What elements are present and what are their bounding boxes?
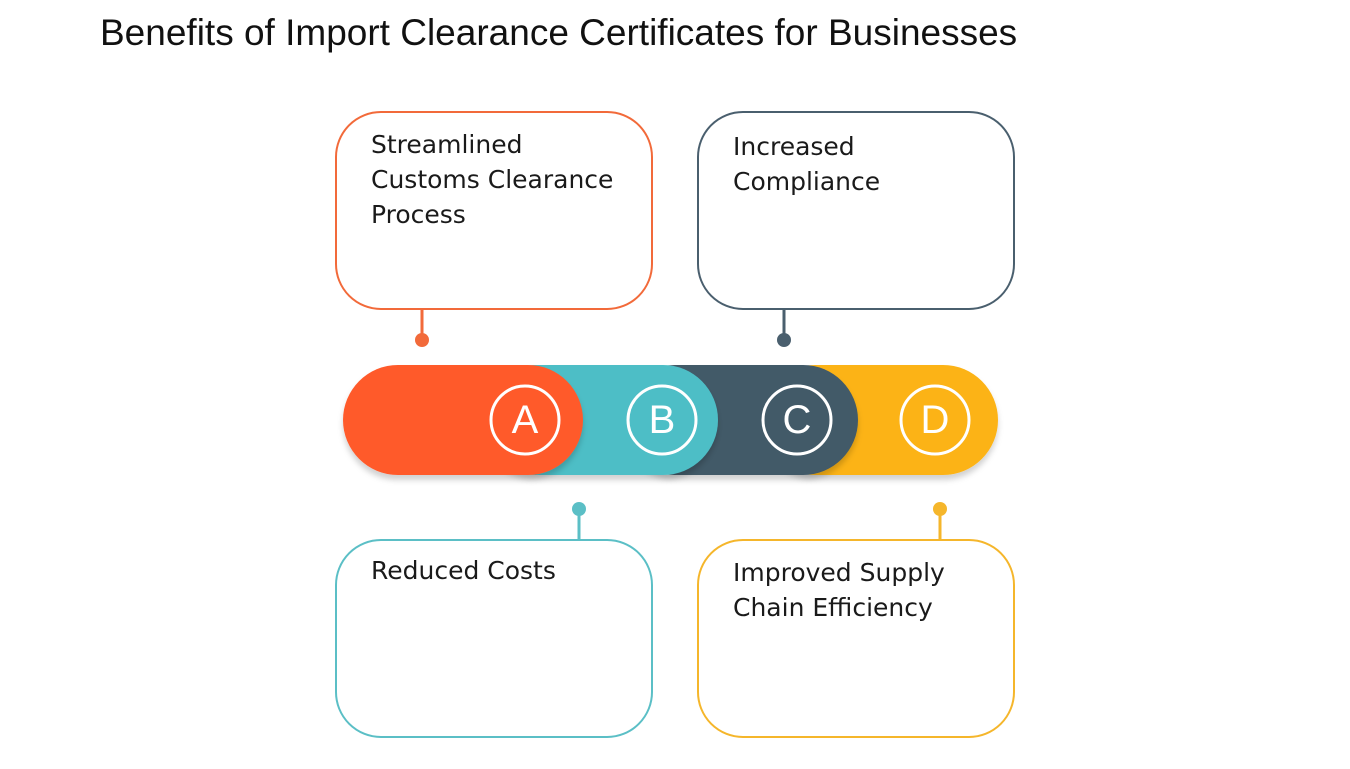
callout-d-label: Improved Supply Chain Efficiency bbox=[733, 558, 945, 622]
callout-a: Streamlined Customs Clearance Process bbox=[335, 111, 653, 310]
ring-c bbox=[761, 384, 833, 456]
callout-b-label: Increased Compliance bbox=[733, 132, 881, 196]
ring-d bbox=[899, 384, 971, 456]
callout-c-label: Reduced Costs bbox=[371, 556, 556, 585]
connector-dot-a bbox=[415, 333, 429, 347]
ring-b bbox=[626, 384, 698, 456]
page-title: Benefits of Import Clearance Certificate… bbox=[100, 12, 1018, 53]
letter-c: C bbox=[782, 398, 812, 442]
connector-dot-c bbox=[572, 502, 586, 516]
connector-dot-d bbox=[933, 502, 947, 516]
connector-dot-b bbox=[777, 333, 791, 347]
letter-d: D bbox=[920, 398, 950, 442]
callout-c: Reduced Costs bbox=[335, 539, 653, 738]
ring-a bbox=[489, 384, 561, 456]
letter-b: B bbox=[648, 398, 676, 442]
letter-a: A bbox=[511, 398, 539, 442]
callout-b: Increased Compliance bbox=[697, 111, 1015, 310]
segment-a bbox=[343, 365, 583, 475]
callout-a-label: Streamlined Customs Clearance Process bbox=[371, 130, 614, 229]
callout-d: Improved Supply Chain Efficiency bbox=[697, 539, 1015, 738]
